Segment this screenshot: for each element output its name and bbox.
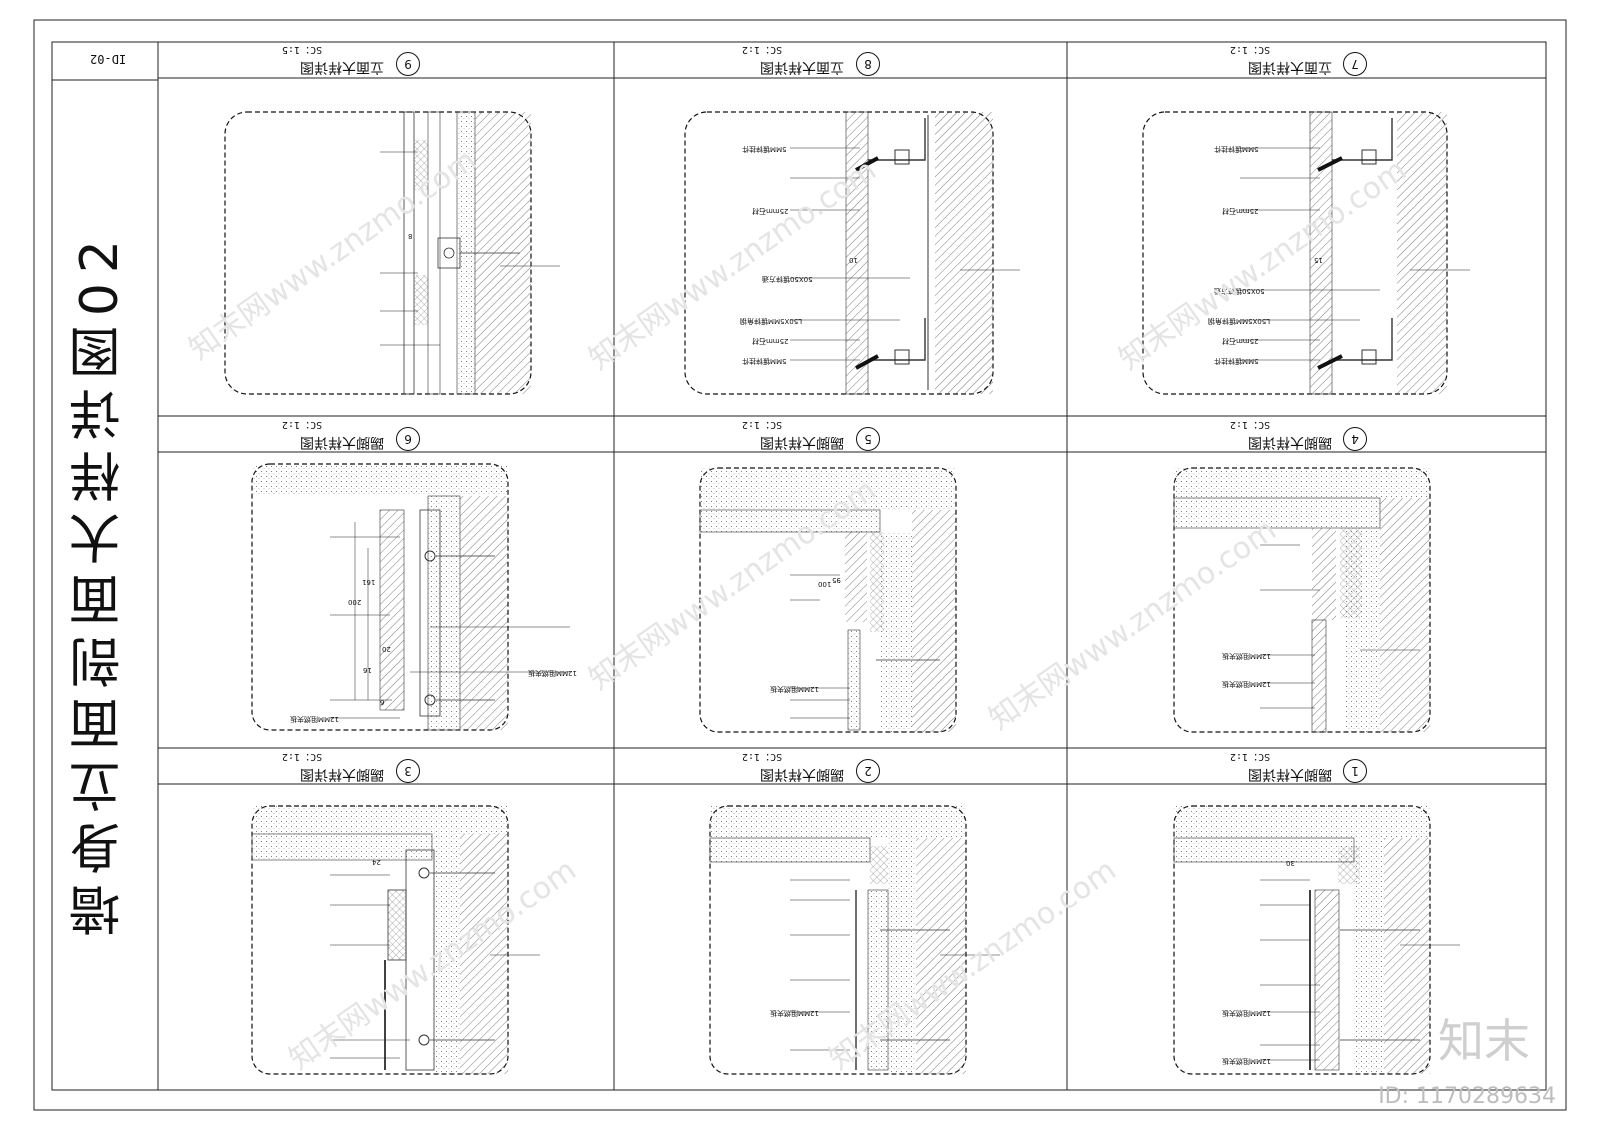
p8-label-6: 5MM镀锌挂件: [742, 357, 787, 365]
detail-5-drawing: [699, 467, 957, 733]
dim-16: 16: [363, 666, 372, 674]
dim-6: 6: [380, 698, 385, 706]
p8-label-4: L50X5MM镀锌角钢: [740, 317, 803, 325]
watermark-logo: 知末: [1438, 1014, 1530, 1068]
p6-label-2: 12MM阻燃夹板: [290, 715, 339, 723]
p5-label-1: 12MM阻燃夹板: [770, 685, 819, 693]
detail-4-drawing: [1173, 467, 1431, 733]
p4-label-1: 12MM阻燃夹板: [1222, 652, 1271, 660]
p1-label-2: 12MM阻燃夹板: [1222, 1057, 1271, 1065]
detail-6-number: 6: [396, 427, 420, 451]
detail-1-number: 1: [1343, 759, 1367, 783]
detail-3-title: 踢脚大样详图: [300, 766, 384, 782]
dim-161: 161: [362, 578, 376, 586]
p8-label-3: 50X50镀锌方通: [762, 275, 813, 283]
detail-5-number: 5: [856, 427, 880, 451]
detail-6-scale: SC：1:2: [282, 419, 323, 430]
detail-2-scale: SC：1:2: [742, 751, 783, 762]
p7-label-2: 25mm石材: [1222, 207, 1259, 215]
detail-9-title: 立面大样详图: [300, 59, 384, 75]
detail-4-number: 4: [1343, 427, 1367, 451]
dim-24: 24: [372, 858, 381, 866]
detail-6-drawing: [251, 463, 570, 731]
detail-9-scale: SC：1:5: [282, 44, 323, 55]
dim-15: 15: [1314, 256, 1323, 264]
p7-label-6: 5MM镀锌挂件: [1214, 357, 1259, 365]
sheet-title: 墙身立面剖面大样详图02: [70, 230, 130, 937]
p6-label-1: 12MM阻燃夹板: [528, 669, 577, 677]
dim-20: 20: [382, 645, 391, 653]
detail-9-number: 9: [396, 52, 420, 76]
p7-label-1: 5MM镀锌挂件: [1214, 145, 1259, 153]
detail-8-number: 8: [856, 52, 880, 76]
detail-1-title: 踢脚大样详图: [1248, 766, 1332, 782]
p7-label-5: 25mm石材: [1222, 337, 1259, 345]
p2-label-1: 12MM阻燃夹板: [770, 1009, 819, 1017]
dim-10: 10: [849, 256, 858, 264]
dim-95: 95: [832, 576, 841, 584]
dim-100: 100: [818, 580, 832, 588]
detail-7-drawing: [1142, 111, 1470, 395]
detail-4-scale: SC：1:2: [1230, 419, 1271, 430]
detail-7-title: 立面大样详图: [1248, 59, 1332, 75]
detail-2-number: 2: [856, 759, 880, 783]
p8-label-1: 5MM镀锌挂件: [742, 145, 787, 153]
detail-4-title: 踢脚大样详图: [1248, 434, 1332, 450]
detail-2-title: 踢脚大样详图: [760, 766, 844, 782]
detail-3-number: 3: [396, 759, 420, 783]
detail-7-number: 7: [1343, 52, 1367, 76]
detail-5-scale: SC：1:2: [742, 419, 783, 430]
dim-8: 8: [408, 232, 413, 240]
detail-7-scale: SC：1:2: [1230, 44, 1271, 55]
dim-30: 30: [1286, 859, 1295, 867]
detail-1-scale: SC：1:2: [1230, 751, 1271, 762]
detail-1-drawing: [1173, 805, 1460, 1075]
detail-2-drawing: [709, 805, 1000, 1075]
p8-label-5: 25mm石材: [752, 337, 789, 345]
p1-label-1: 12MM阻燃夹板: [1222, 1009, 1271, 1017]
detail-3-scale: SC：1:2: [282, 751, 323, 762]
detail-5-title: 踢脚大样详图: [760, 434, 844, 450]
watermark-id: ID: 1170289634: [1378, 1084, 1556, 1109]
p4-label-2: 12MM阻燃夹板: [1222, 680, 1271, 688]
detail-9-drawing: [224, 111, 560, 395]
detail-8-title: 立面大样详图: [760, 59, 844, 75]
detail-6-title: 踢脚大样详图: [300, 434, 384, 450]
detail-8-scale: SC：1:2: [742, 44, 783, 55]
dim-200: 200: [348, 598, 362, 606]
detail-3-drawing: [251, 805, 540, 1075]
sheet-code: ID-02: [90, 52, 127, 66]
detail-8-drawing: [684, 111, 1020, 395]
